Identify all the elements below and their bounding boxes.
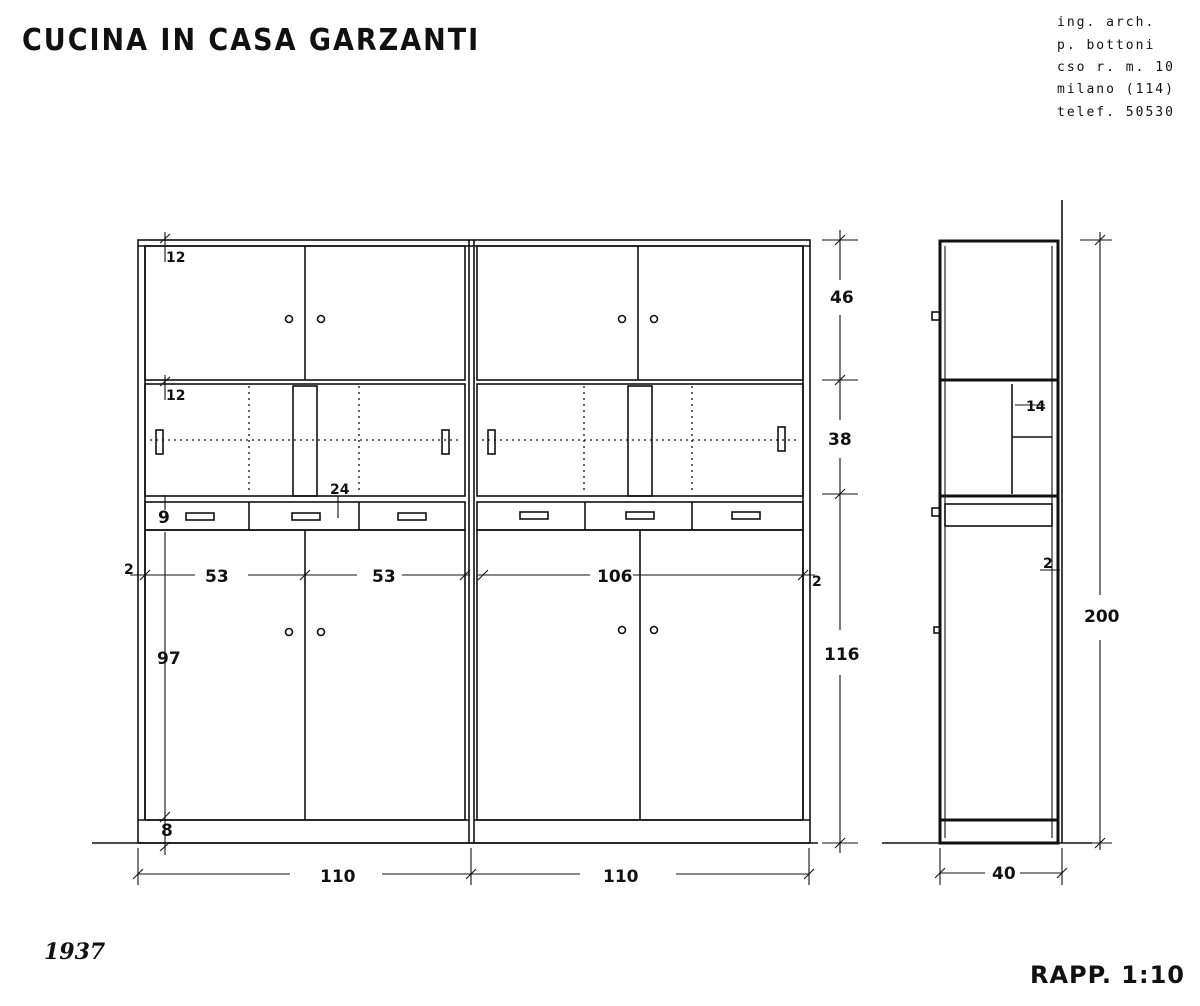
knob [284, 627, 294, 637]
stamp-line: ing. arch. [1057, 15, 1155, 30]
dimension-tick [934, 867, 946, 879]
door-handle-section [931, 507, 941, 517]
dim-label: 2 [124, 562, 134, 578]
dimension-tick [159, 841, 171, 852]
dimension-tick [299, 569, 311, 581]
stamp-line: p. bottoni [1057, 38, 1155, 53]
dimension-tick [139, 569, 151, 581]
dimension-tick [132, 868, 144, 880]
year-note: 1937 [44, 939, 106, 965]
dimension-tick [834, 374, 846, 386]
dim-label: 46 [830, 288, 854, 308]
side-section: 14 2 200 40 [882, 200, 1120, 885]
dim-label: 200 [1084, 607, 1120, 627]
drawer-handle [397, 512, 427, 521]
dimension-tick [477, 569, 489, 581]
section-outline [938, 239, 1060, 845]
pull-handle [777, 426, 786, 452]
knob [284, 314, 294, 324]
pull-handle [487, 429, 496, 455]
upper-cabinet [476, 245, 804, 381]
dim-label: 97 [157, 649, 181, 669]
door-handle-section [933, 626, 941, 634]
drawer-handle [185, 512, 215, 521]
knob [649, 625, 659, 635]
knob [316, 314, 326, 324]
dim-label: 53 [372, 567, 396, 587]
architect-stamp: ing. arch. p. bottoni cso r. m. 10 milan… [1057, 15, 1175, 120]
dimension-tick [1094, 234, 1106, 246]
knob [617, 625, 627, 635]
dimension-tick [159, 376, 171, 387]
dim-label: 106 [597, 567, 633, 587]
knob [617, 314, 627, 324]
drawer-handle [625, 511, 655, 520]
dim-label: 2 [812, 574, 822, 590]
drawing-title: CUCINA IN CASA GARZANTI [22, 23, 480, 58]
dimension-tick [459, 569, 471, 581]
dim-label: 40 [992, 864, 1016, 884]
dimension-tick [834, 234, 846, 246]
dim-label: 116 [824, 645, 860, 665]
drawer-handle [519, 511, 549, 520]
dim-label: 12 [166, 250, 185, 266]
drawer-handle [731, 511, 761, 520]
dim-label: 110 [320, 867, 356, 887]
dimension-tick [465, 868, 477, 880]
dim-label: 9 [158, 508, 170, 528]
drawer-row [144, 501, 466, 531]
dimension-tick [1056, 867, 1068, 879]
pull-handle [155, 429, 164, 455]
dimension-tick [797, 569, 809, 581]
stamp-line: cso r. m. 10 [1057, 60, 1175, 75]
stamp-line: telef. 50530 [1057, 105, 1175, 120]
dimension-tick [834, 837, 846, 849]
scale-note: RAPP. 1:10 [1030, 961, 1185, 989]
dimension-tick [1094, 837, 1106, 849]
drawer-handle [291, 512, 321, 521]
dimension-tick [159, 233, 171, 244]
dimension-tick [803, 868, 815, 880]
dim-label: 2 [1043, 556, 1053, 572]
dim-label: 14 [1026, 399, 1046, 415]
dim-label: 8 [161, 821, 173, 841]
center-post [292, 385, 318, 497]
dimension-tick [834, 488, 846, 500]
front-elevation: 12 12 24 9 97 8 2 53 53 106 2 110 110 [92, 230, 860, 887]
dim-label: 12 [166, 388, 185, 404]
dim-label: 53 [205, 567, 229, 587]
drawer-row [476, 501, 804, 531]
right-bay [474, 245, 810, 821]
dim-label: 38 [828, 430, 852, 450]
pull-handle [441, 429, 450, 455]
knob [316, 627, 326, 637]
center-post [627, 385, 653, 497]
door-handle-section [931, 311, 941, 321]
left-bay [138, 245, 469, 821]
dim-label: 24 [330, 482, 350, 498]
drawer-section [944, 503, 1053, 527]
dimension-tick [159, 811, 171, 823]
knob [649, 314, 659, 324]
dim-label: 110 [603, 867, 639, 887]
stamp-line: milano (114) [1057, 82, 1175, 97]
